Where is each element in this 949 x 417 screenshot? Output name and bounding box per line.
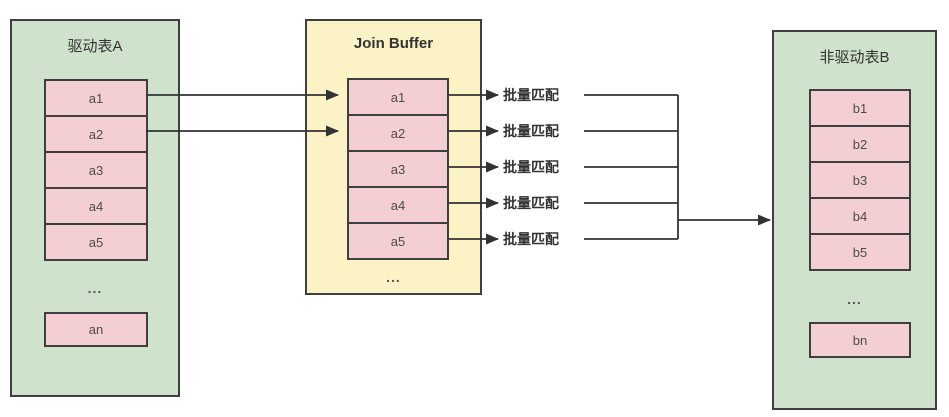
table-row: b2: [809, 125, 911, 163]
driving-table-a-box: 驱动表A a1 a2 a3 a4 a5 ... an: [10, 19, 180, 397]
table-row: b1: [809, 89, 911, 127]
table-row: an: [44, 312, 148, 347]
batch-match-label: 批量匹配: [503, 195, 559, 211]
table-row: a1: [44, 79, 148, 117]
table-row: b3: [809, 161, 911, 199]
buffer-row: a2: [347, 114, 449, 152]
buffer-row: a3: [347, 150, 449, 188]
table-a-rows: a1 a2 a3 a4 a5: [44, 79, 148, 261]
table-b-title: 非驱动表B: [819, 49, 890, 66]
join-buffer-rows: a1 a2 a3 a4 a5: [347, 78, 449, 260]
table-row: a4: [44, 187, 148, 225]
table-row: a3: [44, 151, 148, 189]
table-row: a2: [44, 115, 148, 153]
batch-match-label: 批量匹配: [503, 159, 559, 175]
join-buffer-box: Join Buffer a1 a2 a3 a4 a5 ...: [305, 19, 482, 295]
ellipsis: ...: [87, 280, 103, 296]
table-row: b4: [809, 197, 911, 235]
buffer-row: a1: [347, 78, 449, 116]
non-driving-table-b-box: 非驱动表B b1 b2 b3 b4 b5 ... bn: [772, 30, 937, 410]
table-b-rows: b1 b2 b3 b4 b5: [809, 89, 911, 271]
batch-match-label: 批量匹配: [503, 231, 559, 247]
batch-match-label: 批量匹配: [503, 123, 559, 139]
ellipsis: ...: [847, 291, 862, 307]
table-row: b5: [809, 233, 911, 271]
join-buffer-title: Join Buffer: [353, 35, 434, 52]
batch-match-label: 批量匹配: [503, 87, 559, 103]
buffer-row: a4: [347, 186, 449, 224]
table-a-title: 驱动表A: [67, 38, 123, 55]
table-row: bn: [809, 322, 911, 358]
table-row: a5: [44, 223, 148, 261]
ellipsis: ...: [386, 269, 401, 285]
buffer-row: a5: [347, 222, 449, 260]
